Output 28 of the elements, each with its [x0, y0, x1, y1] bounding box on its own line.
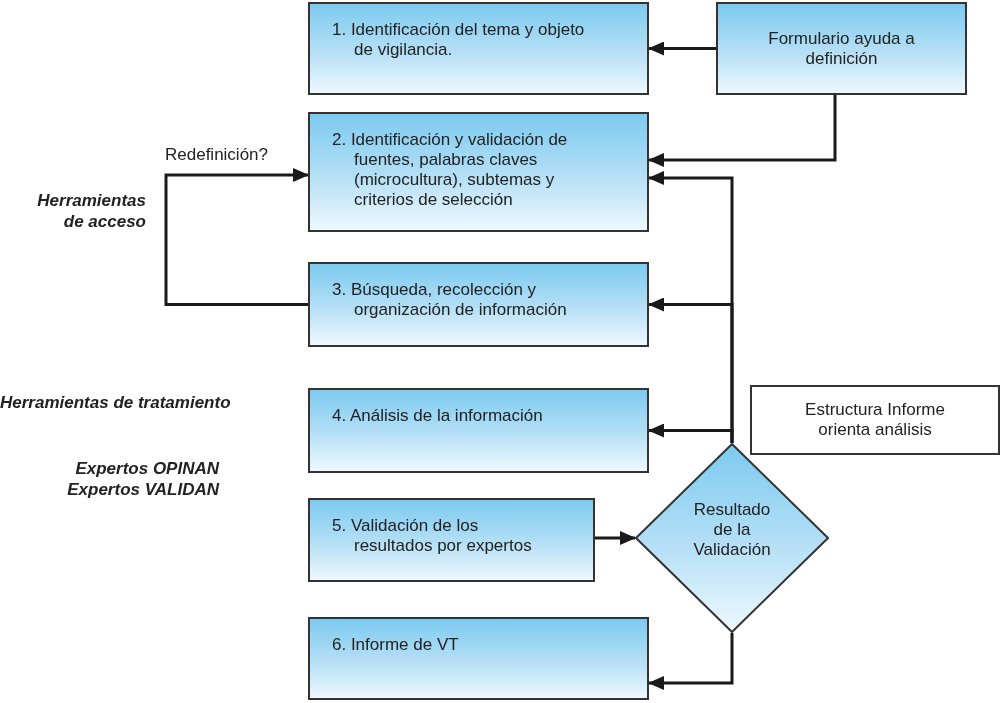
process-box [308, 498, 595, 582]
decision-diamond [635, 443, 829, 633]
side-label: Expertos OPINAN [74, 458, 219, 479]
node-text: Formulario ayuda a definición [767, 28, 916, 69]
arrow [648, 633, 734, 690]
arrow [648, 423, 734, 443]
side-label: Expertos VALIDAN [66, 479, 219, 500]
node-text: Estructura Informe orienta análisis [804, 400, 946, 440]
process-box [308, 617, 649, 700]
node-text: 5. Validación de los resultados por expertos [332, 516, 533, 556]
process-box [308, 388, 649, 473]
process-box [308, 262, 649, 347]
node-text: 1. Identificación del tema y objeto de vigilancia. [332, 20, 586, 60]
arrow [164, 168, 309, 306]
arrow [648, 41, 716, 56]
node-text: 6. Informe de VT [332, 635, 459, 655]
side-label: Herramientas de tratamiento [0, 392, 232, 413]
arrow [595, 531, 636, 545]
node-text: 3. Búsqueda, recolección y organización de información [332, 280, 568, 320]
note-box [750, 385, 1000, 455]
node-text: Resultado de la Validación [692, 500, 772, 560]
process-box [716, 2, 967, 95]
arrow [648, 95, 837, 167]
process-box [308, 112, 649, 232]
process-box [308, 2, 649, 95]
node-text: 4. Análisis de la información [332, 406, 543, 426]
side-label: Herramientas de acceso [36, 190, 146, 232]
node-text: 2. Identificación y validación de fuentes, palabras claves (microcultura), subtemas y criterios de selección [332, 130, 569, 210]
